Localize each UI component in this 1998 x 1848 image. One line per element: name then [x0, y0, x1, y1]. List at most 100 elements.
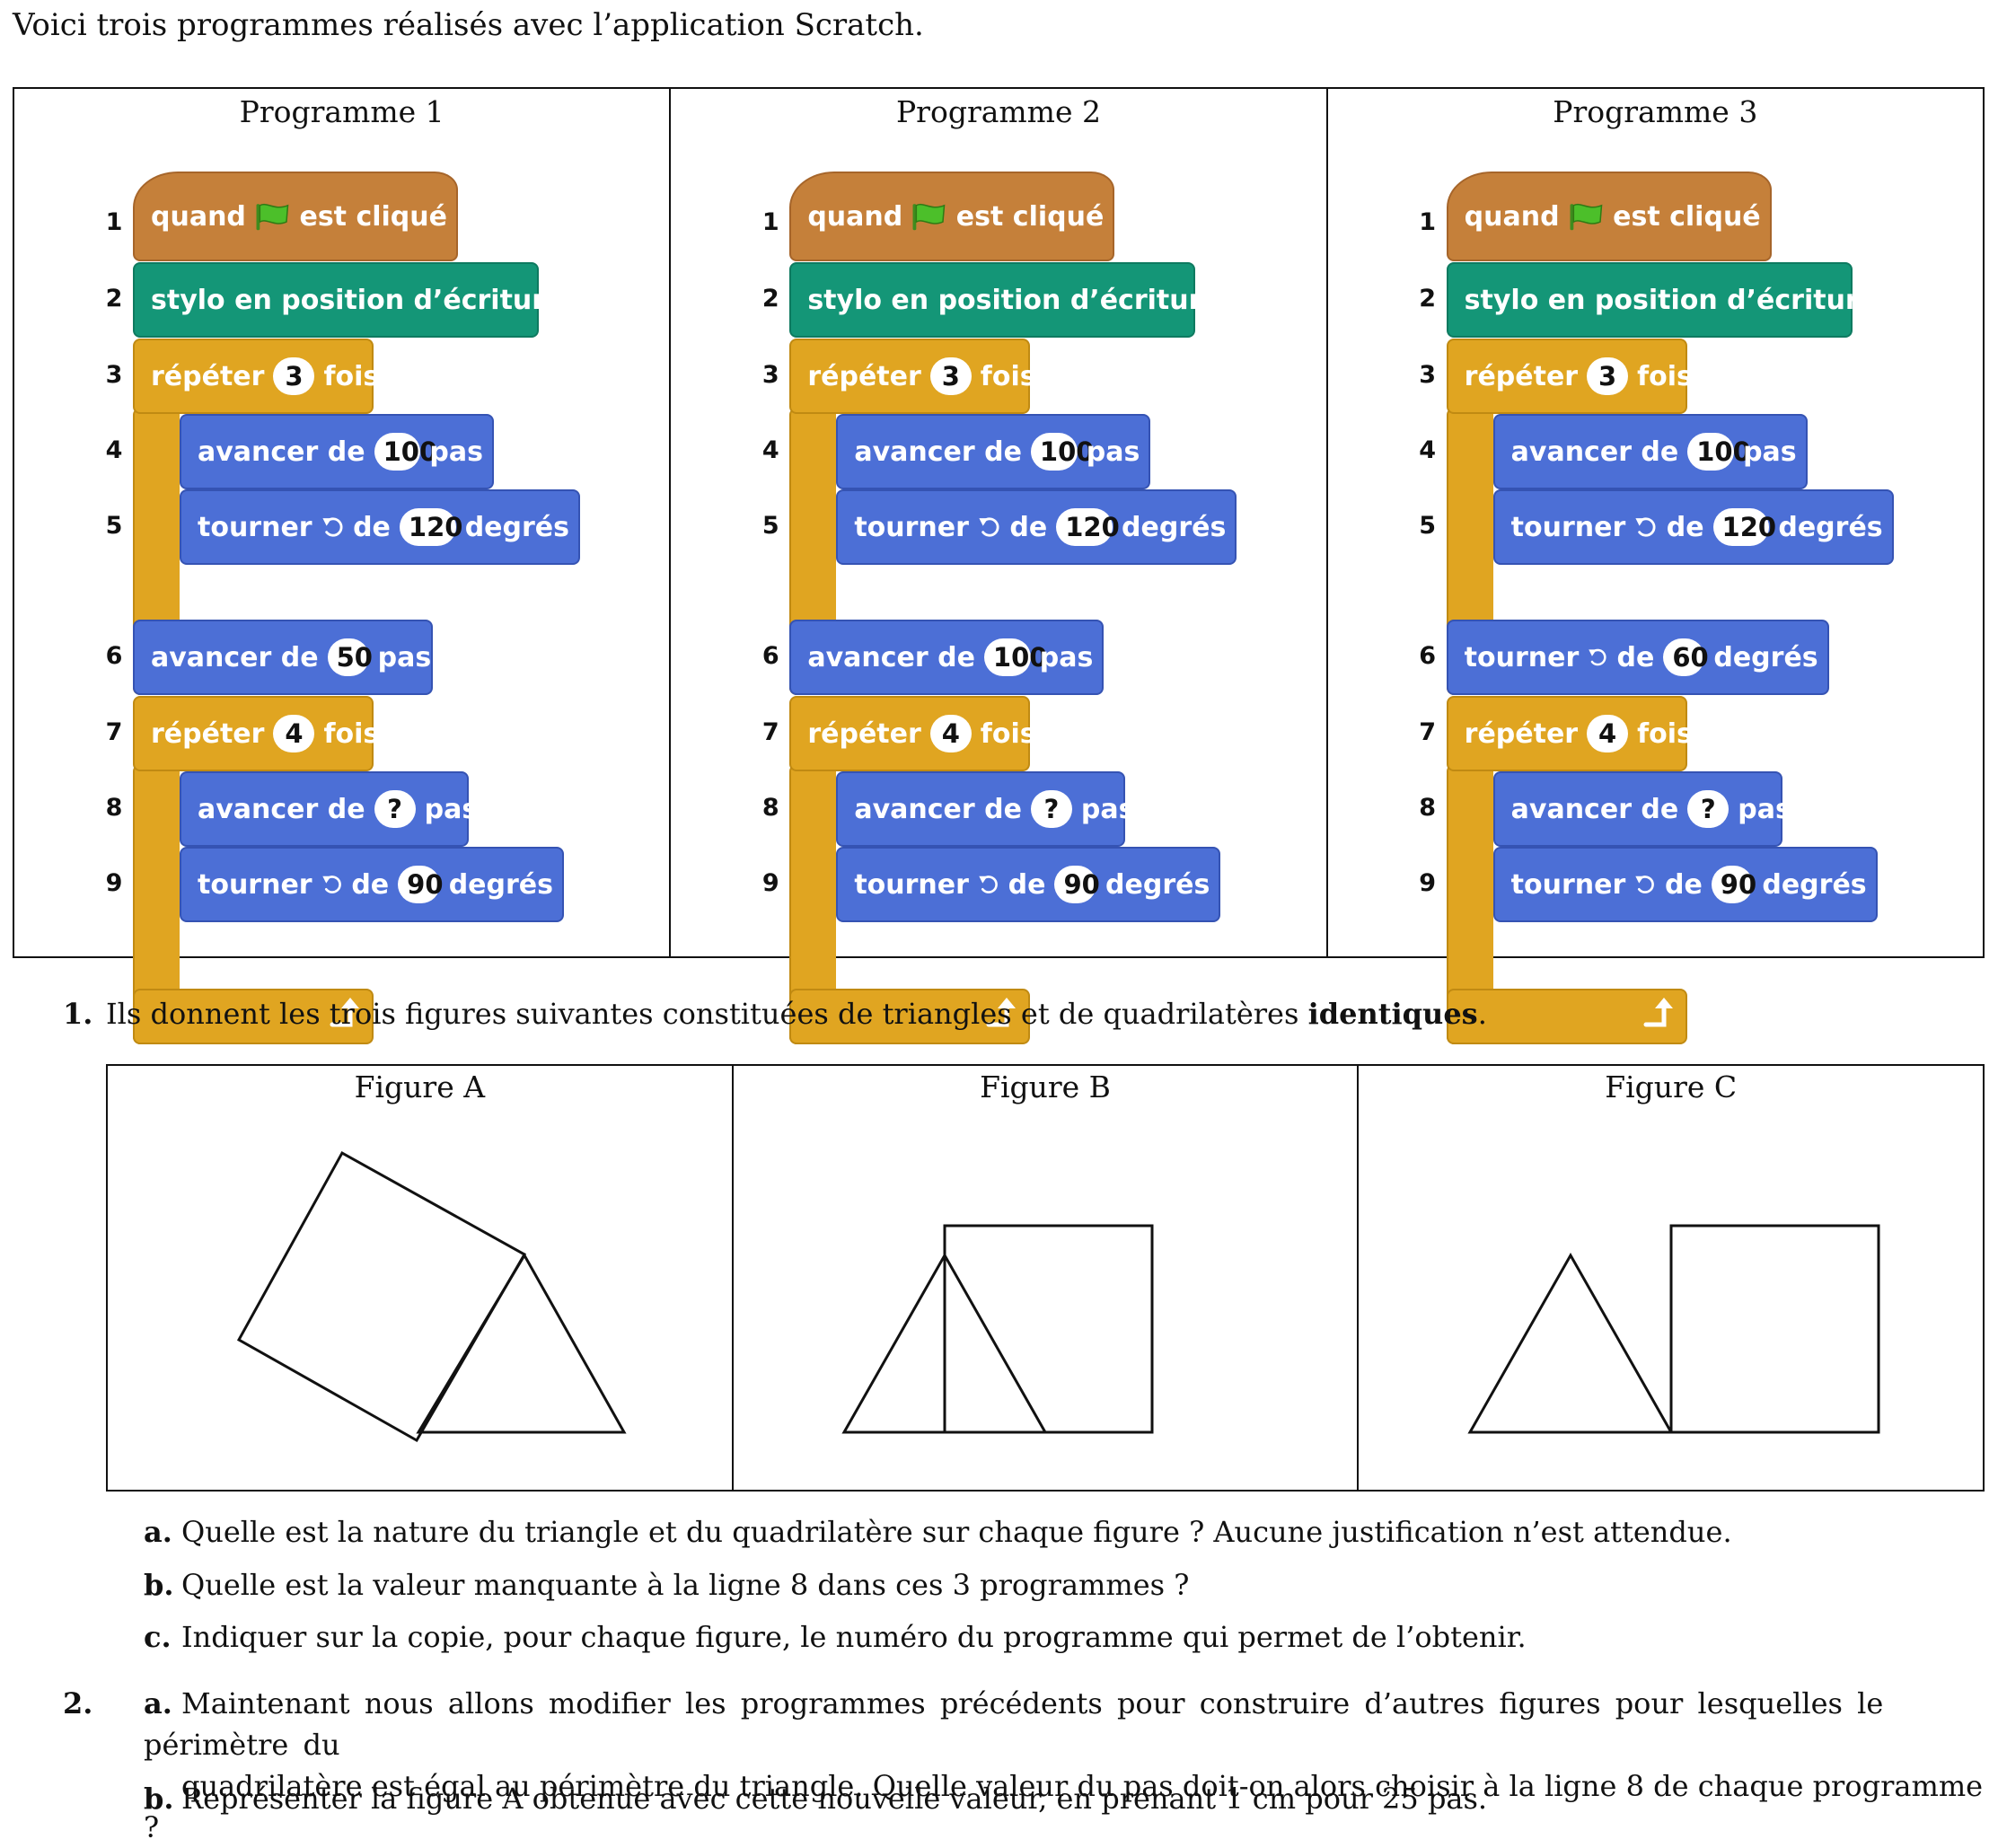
steps-input[interactable]: ?	[1687, 790, 1730, 828]
repeat-count-input[interactable]: 3	[1587, 357, 1629, 395]
repeat-count-input[interactable]: 4	[1587, 715, 1629, 752]
degrees-unit-label: degrés	[464, 511, 569, 543]
line-number: 3	[105, 361, 123, 389]
turn-left-icon	[1589, 648, 1606, 666]
turn-left-icon	[979, 876, 998, 893]
when-flag-clicked-block[interactable]: quand est cliqué	[789, 172, 1115, 261]
degrees-input[interactable]: 120	[1056, 508, 1120, 546]
steps-input[interactable]: 100	[983, 638, 1047, 676]
repeat-count-input[interactable]: 4	[273, 715, 315, 752]
move-label: avancer de	[198, 436, 365, 468]
turn-label: tourner	[854, 868, 969, 901]
times-label: fois	[323, 717, 380, 750]
turn-label: tourner	[854, 511, 969, 543]
figure-b-panel: Figure B	[734, 1066, 1360, 1490]
when-flag-clicked-block[interactable]: quand est cliqué	[133, 172, 458, 261]
steps-unit-label: pas	[1738, 793, 1791, 825]
degrees-unit-label: degrés	[1105, 868, 1210, 901]
repeat-count-input[interactable]: 4	[929, 715, 972, 752]
clicked-label: est cliqué	[299, 200, 447, 233]
repeat-count-input[interactable]: 3	[929, 357, 972, 395]
degrees-input[interactable]: 120	[399, 508, 462, 546]
degrees-input[interactable]: 90	[398, 866, 444, 903]
turn-left-icon	[322, 517, 343, 537]
question-1c-text: Indiquer sur la copie, pour chaque figur…	[181, 1620, 1527, 1654]
steps-input[interactable]: 100	[1030, 433, 1094, 471]
pen-down-block[interactable]: stylo en position d’écriture	[133, 262, 563, 338]
turn-label: tourner	[198, 511, 312, 543]
move-label: avancer de	[198, 793, 365, 825]
when-label: quand	[807, 200, 903, 233]
turn-label: tourner	[1510, 868, 1626, 901]
move-label: avancer de	[854, 793, 1022, 825]
steps-input[interactable]: 50	[327, 638, 373, 676]
question-1-emphasis: identiques	[1307, 997, 1478, 1031]
line-number: 6	[1419, 642, 1437, 670]
repeat-2-bottom-arm	[133, 989, 374, 1044]
degrees-input[interactable]: 90	[1054, 866, 1100, 903]
repeat-label: répéter	[151, 360, 265, 392]
degrees-input[interactable]: 120	[1712, 508, 1776, 546]
steps-input[interactable]: ?	[1030, 790, 1072, 828]
figure-a-title: Figure A	[354, 1069, 486, 1104]
question-1a-text: Quelle est la nature du triangle et du q…	[181, 1515, 1732, 1549]
clicked-label: est cliqué	[955, 200, 1105, 233]
line-number: 4	[1419, 436, 1437, 464]
line-number: 8	[1419, 794, 1437, 822]
when-label: quand	[151, 200, 246, 233]
move-label: avancer de	[807, 641, 975, 673]
line-number: 8	[761, 794, 779, 822]
times-label: fois	[323, 360, 380, 392]
times-label: fois	[1637, 360, 1693, 392]
move-steps-block[interactable]: avancer de?pas	[1492, 771, 1791, 847]
degrees-input[interactable]: 90	[1711, 866, 1756, 903]
line-number: 3	[1419, 361, 1437, 389]
figure-a-triangle	[416, 1253, 627, 1434]
question-1-number: 1.	[63, 997, 93, 1031]
line-number: 7	[105, 718, 123, 746]
move-steps-block[interactable]: avancer de?pas	[836, 771, 1135, 847]
pen-down-label: stylo en position d’écriture	[1464, 284, 1878, 316]
of-label: de	[1664, 868, 1703, 901]
repeat-label: répéter	[1464, 360, 1579, 392]
move-steps-block[interactable]: avancer de?pas	[180, 771, 478, 847]
turn-label: tourner	[1464, 641, 1580, 673]
repeat-count-input[interactable]: 3	[273, 357, 315, 395]
line-number: 2	[761, 285, 779, 312]
degrees-unit-label: degrés	[1713, 641, 1818, 673]
pen-down-block[interactable]: stylo en position d’écriture	[1446, 262, 1877, 338]
of-label: de	[1616, 641, 1655, 673]
figure-b-drawing	[841, 1224, 1154, 1434]
steps-input[interactable]: 100	[1687, 433, 1751, 471]
degrees-unit-label: degrés	[448, 868, 553, 901]
steps-input[interactable]: 100	[374, 433, 437, 471]
program-title: Programme 1	[239, 94, 444, 129]
steps-input[interactable]: ?	[374, 790, 416, 828]
turn-label: tourner	[198, 868, 312, 901]
pen-down-block[interactable]: stylo en position d’écriture	[789, 262, 1220, 338]
line-number: 8	[105, 794, 123, 822]
line-number: 2	[105, 285, 123, 312]
degrees-input[interactable]: 60	[1663, 638, 1709, 676]
